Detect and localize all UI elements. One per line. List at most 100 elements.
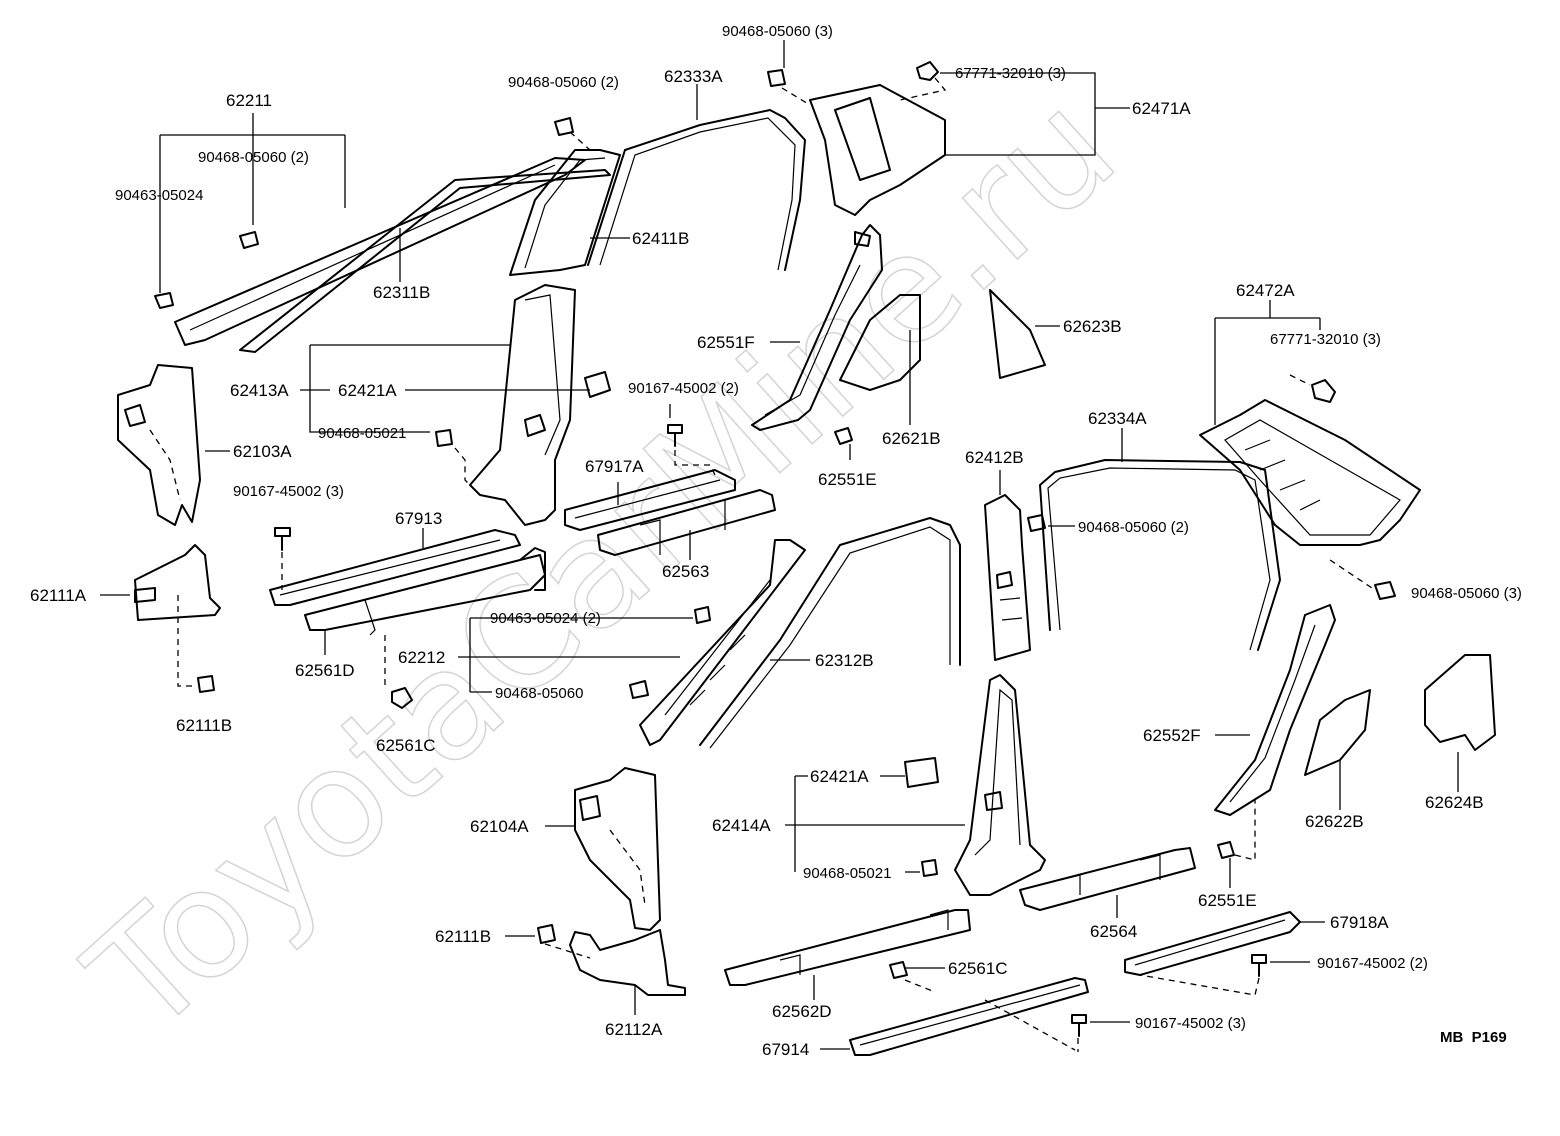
dash-90468-3b: [1329, 559, 1376, 591]
part-62333a-weatherstrip[interactable]: [587, 109, 806, 271]
part-62334a-weatherstrip[interactable]: [1039, 459, 1281, 651]
part-67914-scuff-plate[interactable]: [849, 977, 1089, 1056]
part-62411b-pillar-garnish[interactable]: [509, 149, 621, 276]
screw-90167-45002-a[interactable]: [274, 527, 291, 551]
part-62551f-quarter-garnish[interactable]: [751, 224, 883, 431]
dash-90167-2a: [674, 450, 716, 476]
label-62212: 62212: [398, 648, 445, 667]
dash-67771-a: [899, 77, 947, 101]
part-62622b-wheelhouse-cover[interactable]: [1304, 689, 1371, 776]
label-67913: 67913: [395, 509, 442, 528]
clip-90468-05060-e[interactable]: [1027, 514, 1046, 532]
screw-90167-45002-b[interactable]: [667, 424, 683, 447]
part-62621b-wheelhouse-cover[interactable]: [839, 294, 921, 391]
label-90468-05021-a: 90468-05021: [318, 425, 406, 442]
label-62311b: 62311B: [373, 283, 430, 302]
label-62551f: 62551F: [697, 333, 755, 352]
label-62561d: 62561D: [295, 661, 355, 680]
part-62564-sill-cover[interactable]: [1019, 847, 1196, 911]
clip-62551e-a[interactable]: [834, 427, 853, 445]
label-90468-05060-2a: 90468-05060 (2): [198, 149, 309, 166]
label-90468-05060-3a: 90468-05060 (3): [722, 23, 833, 40]
part-62104a-side-panel[interactable]: [574, 767, 661, 931]
label-90167-45002-3b: 90167-45002 (3): [1135, 1015, 1246, 1032]
part-62212-pillar-garnish[interactable]: [639, 539, 806, 746]
label-62561c-a: 62561C: [376, 736, 436, 755]
part-67913-scuff-plate[interactable]: [269, 529, 521, 606]
clip-90463-05024[interactable]: [154, 292, 174, 309]
clip-90468-05060-c[interactable]: [767, 69, 786, 87]
screw-90167-45002-c[interactable]: [1251, 954, 1267, 977]
label-62471a: 62471A: [1132, 99, 1191, 118]
part-67917a-scuff-plate[interactable]: [564, 469, 736, 531]
part-62623b-trim[interactable]: [989, 289, 1046, 379]
clip-90468-05021-a[interactable]: [435, 429, 453, 447]
label-62412b: 62412B: [965, 448, 1024, 467]
part-62563-sill-cover[interactable]: [597, 489, 776, 556]
label-90463-05024-2: 90463-05024 (2): [490, 610, 601, 627]
part-62312b-weatherstrip[interactable]: [699, 517, 961, 749]
part-62471a-quarter-trim[interactable]: [809, 84, 946, 216]
label-62312b: 62312B: [815, 651, 874, 670]
part-62562d-sill-cover[interactable]: [724, 909, 971, 986]
part-67918a-scuff-plate[interactable]: [1124, 911, 1301, 976]
part-62413a-center-pillar[interactable]: [469, 284, 576, 526]
label-62421a-b: 62421A: [810, 767, 869, 786]
part-62561d-sill-cover[interactable]: [304, 547, 546, 636]
leader-62471a: [940, 72, 1130, 156]
dash-62551e-b: [1234, 800, 1256, 861]
label-62333a: 62333A: [664, 67, 723, 86]
part-62624b-trim[interactable]: [1424, 654, 1496, 751]
part-62421a-cover-a[interactable]: [584, 371, 611, 398]
clip-90468-05060-f[interactable]: [1374, 581, 1396, 600]
part-62111a-bracket[interactable]: [134, 544, 221, 621]
label-62413a: 62413A: [230, 381, 289, 400]
label-62562d: 62562D: [772, 1002, 832, 1021]
label-90468-05060-2c: 90468-05060 (2): [1078, 519, 1189, 536]
part-62112a-bracket[interactable]: [569, 929, 686, 996]
clip-90468-05021-b[interactable]: [921, 859, 938, 877]
label-62551e-b: 62551E: [1198, 891, 1257, 910]
label-62551e-a: 62551E: [818, 470, 877, 489]
part-62414a-center-pillar[interactable]: [954, 674, 1046, 896]
part-62421a-cover-b[interactable]: [904, 757, 939, 788]
dash-90468-05060-3a: [781, 87, 811, 106]
part-62103a-side-panel[interactable]: [117, 364, 201, 526]
clip-62561c-b[interactable]: [889, 961, 908, 979]
clip-67771-32010-a[interactable]: [916, 61, 939, 81]
label-67918a: 67918A: [1330, 913, 1389, 932]
grommet-62111b-a[interactable]: [197, 675, 215, 693]
clip-62561c-a[interactable]: [391, 687, 413, 709]
clip-62551e-b[interactable]: [1217, 841, 1235, 859]
part-62412b-pillar-garnish[interactable]: [984, 494, 1031, 661]
label-90167-45002-2a: 90167-45002 (2): [628, 380, 739, 397]
label-62624b: 62624B: [1425, 793, 1484, 812]
clip-90468-05060-d[interactable]: [629, 680, 649, 699]
dash-90167-2b: [1139, 974, 1260, 996]
label-90468-05060-2b: 90468-05060 (2): [508, 74, 619, 91]
dash-90167-3b: [984, 999, 1079, 1052]
clip-90463-05024-b[interactable]: [694, 606, 711, 624]
part-62211-a-pillar-garnish[interactable]: [174, 157, 611, 353]
label-67771-32010-3b: 67771-32010 (3): [1270, 331, 1381, 348]
label-62334a: 62334A: [1088, 409, 1147, 428]
clip-67771-32010-b[interactable]: [1311, 379, 1336, 403]
part-62472a-rear-trim[interactable]: [1199, 399, 1421, 546]
label-62411b: 62411B: [632, 229, 689, 248]
grommet-62111b-b[interactable]: [537, 924, 556, 944]
label-62561c-b: 62561C: [948, 959, 1008, 978]
label-62472a: 62472A: [1236, 281, 1295, 300]
label-62621b: 62621B: [882, 429, 941, 448]
part-62552f-quarter-garnish[interactable]: [1214, 604, 1336, 816]
dash-62111b-a: [177, 595, 195, 687]
clip-90468-05060-b[interactable]: [554, 117, 574, 136]
page-reference: MB P169: [1440, 1029, 1507, 1046]
label-62112a: 62112A: [605, 1020, 663, 1039]
clip-90468-05060-a[interactable]: [239, 231, 259, 249]
dash-90468-05021-a: [454, 447, 476, 491]
label-62414a: 62414A: [712, 816, 771, 835]
label-62564: 62564: [1090, 922, 1137, 941]
label-62552f: 62552F: [1143, 726, 1201, 745]
screw-90167-45002-d[interactable]: [1071, 1014, 1087, 1037]
